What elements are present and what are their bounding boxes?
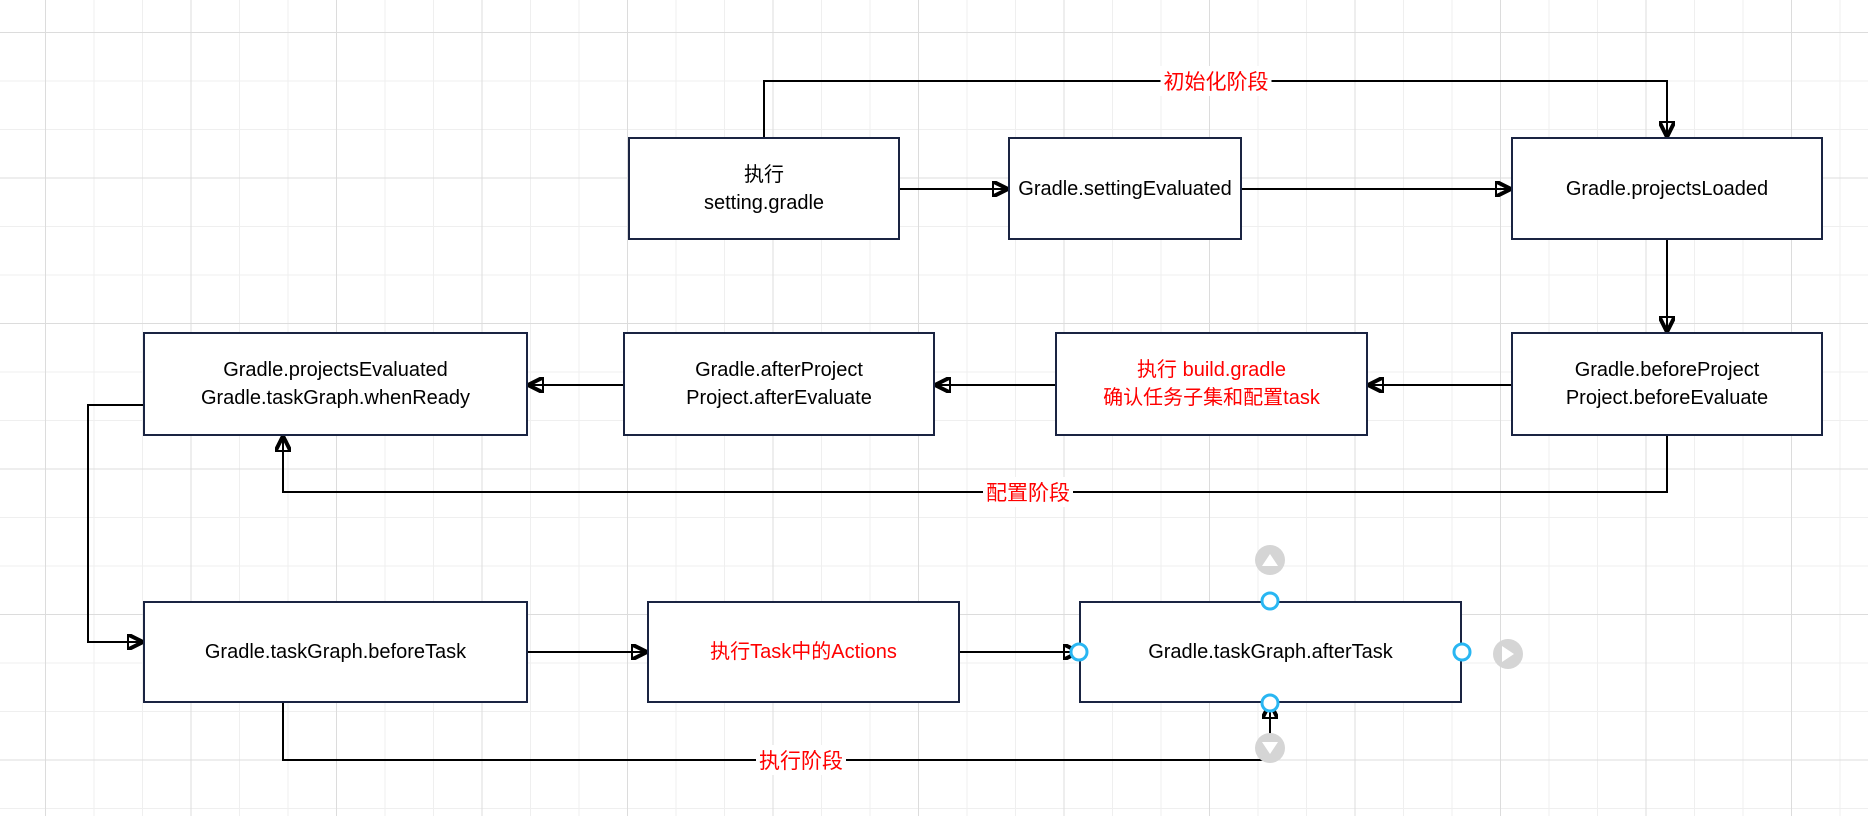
node-projects-loaded[interactable]: Gradle.projectsLoaded: [1511, 137, 1823, 240]
triangle-down: [1262, 742, 1278, 754]
edge-config-phase-loop[interactable]: [283, 436, 1668, 493]
node-label: 执行Task中的Actions: [710, 641, 897, 663]
node-label: Gradle.settingEvaluated: [1018, 177, 1232, 200]
node-label: Gradle.taskGraph.afterTask: [1148, 641, 1393, 663]
connection-point-left[interactable]: [1069, 642, 1089, 662]
direction-arrow-up-icon[interactable]: [1255, 545, 1285, 575]
node-projects-evaluated[interactable]: Gradle.projectsEvaluated Gradle.taskGrap…: [143, 332, 528, 436]
node-label: Gradle.beforeProject Project.beforeEvalu…: [1565, 359, 1769, 409]
node-after-task[interactable]: Gradle.taskGraph.afterTask: [1079, 601, 1462, 703]
direction-arrow-down-icon[interactable]: [1255, 733, 1285, 763]
direction-arrow-right-icon[interactable]: [1493, 639, 1523, 669]
node-before-task[interactable]: Gradle.taskGraph.beforeTask: [143, 601, 528, 703]
node-before-project[interactable]: Gradle.beforeProject Project.beforeEvalu…: [1511, 332, 1823, 436]
edge-projectsevaluated-to-beforetask[interactable]: [87, 404, 143, 642]
node-label: 执行 setting.gradle: [703, 163, 825, 214]
triangle-up: [1262, 554, 1278, 566]
node-exec-task-actions[interactable]: 执行Task中的Actions: [647, 601, 960, 703]
node-exec-build-gradle[interactable]: 执行 build.gradle 确认任务子集和配置task: [1055, 332, 1368, 436]
connection-point-right[interactable]: [1452, 642, 1472, 662]
node-label: 执行 build.gradle 确认任务子集和配置task: [1103, 359, 1320, 409]
connection-point-bottom[interactable]: [1260, 693, 1280, 713]
connection-point-top[interactable]: [1260, 591, 1280, 611]
edge-label-config-phase[interactable]: 配置阶段: [983, 477, 1073, 507]
node-label: Gradle.projectsEvaluated Gradle.taskGrap…: [200, 359, 471, 409]
triangle-right: [1502, 646, 1514, 662]
edge-label-exec-phase[interactable]: 执行阶段: [756, 745, 846, 775]
node-label: Gradle.taskGraph.beforeTask: [204, 641, 467, 663]
edge-label-init-phase[interactable]: 初始化阶段: [1160, 66, 1272, 96]
node-setting-evaluated[interactable]: Gradle.settingEvaluated: [1008, 137, 1242, 240]
node-after-project[interactable]: Gradle.afterProject Project.afterEvaluat…: [623, 332, 935, 436]
node-label: Gradle.projectsLoaded: [1565, 177, 1769, 200]
node-exec-setting-gradle[interactable]: 执行 setting.gradle: [628, 137, 900, 240]
node-label: Gradle.afterProject Project.afterEvaluat…: [686, 359, 872, 409]
